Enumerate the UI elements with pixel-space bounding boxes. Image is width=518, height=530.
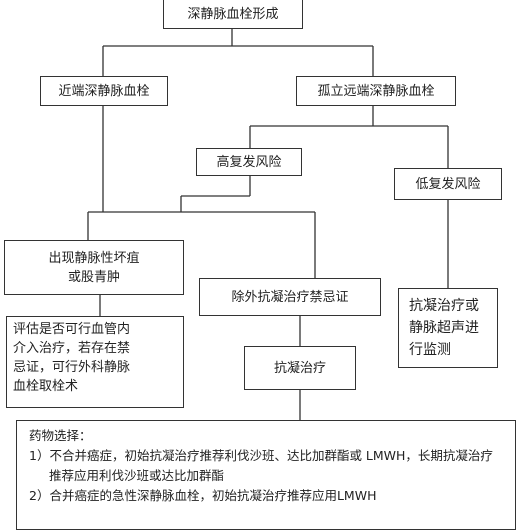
- node-exclude-contraindication: 除外抗凝治疗禁忌证: [199, 278, 381, 316]
- node-monitoring: 抗凝治疗或 静脉超声进 行监测: [398, 288, 498, 368]
- drug-selection-title: 药物选择：: [29, 428, 92, 443]
- connector-distal-split: [249, 106, 449, 168]
- node-isolated-distal-dvt: 孤立远端深静脉血栓: [296, 76, 456, 106]
- connector-merge-split: [87, 211, 316, 278]
- drug-selection-item-2: 2）合并癌症的急性深静脉血栓，初始抗凝治疗推荐应用LMWH: [29, 488, 377, 503]
- node-evaluate-intervention: 评估是否可行血管内 介入治疗，若存在禁 忌证，可行外科静脉 血栓取栓术: [6, 316, 184, 408]
- node-anticoagulation: 抗凝治疗: [244, 346, 356, 390]
- node-low-recurrence-risk: 低复发风险: [394, 168, 502, 200]
- flowchart-connectors: [87, 28, 449, 420]
- node-dvt-formed: 深静脉血栓形成: [163, 0, 303, 29]
- drug-selection-item-1: 1）不合并癌症，初始抗凝治疗推荐利伐沙班、达比加群酯或 LMWH，长期抗凝治疗推…: [29, 448, 493, 483]
- connector-highrisk-down: [180, 176, 251, 212]
- node-venous-gangrene: 出现静脉性坏疽 或股青肿: [4, 240, 184, 295]
- connector-top-split: [102, 28, 374, 76]
- drug-selection-box: 药物选择： 1）不合并癌症，初始抗凝治疗推荐利伐沙班、达比加群酯或 LMWH，长…: [16, 420, 516, 530]
- node-proximal-dvt: 近端深静脉血栓: [40, 76, 168, 106]
- node-high-recurrence-risk: 高复发风险: [196, 148, 302, 176]
